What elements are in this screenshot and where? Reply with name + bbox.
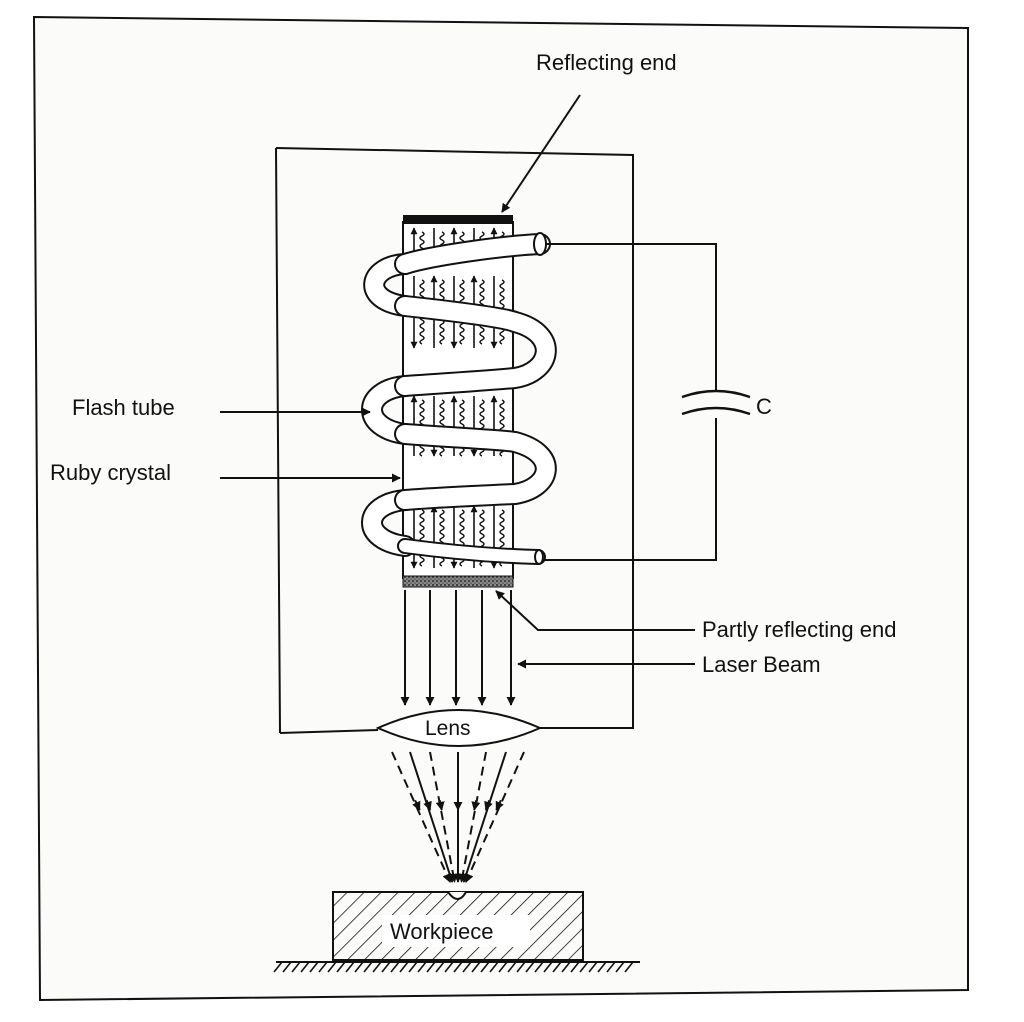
ground-hatch-line: [291, 961, 301, 973]
ground-hatch-line: [534, 961, 544, 973]
label-ruby-crystal: Ruby crystal: [50, 460, 171, 485]
ground-hatch-line: [615, 961, 625, 973]
ground-hatch-line: [561, 961, 571, 973]
ground-hatch-line: [327, 961, 337, 973]
focused-beam-mid-arrow: [484, 799, 493, 811]
label-reflecting-end: Reflecting end: [536, 50, 677, 75]
focused-beam-arrow: [461, 751, 507, 883]
focused-beam-arrows: [391, 751, 525, 883]
ground-hatch-line: [345, 961, 355, 973]
reflecting-end-mirror: [403, 215, 513, 224]
ground-hatch-line: [318, 961, 328, 973]
ground-hatch-line: [417, 961, 427, 973]
focused-beam-mid-arrow: [495, 799, 504, 811]
ground-surface: [273, 961, 640, 973]
focused-beam-arrow: [429, 751, 458, 883]
partly-reflecting-end-mirror: [402, 575, 514, 588]
ground-hatch-line: [435, 961, 445, 973]
ground-hatch-line: [381, 961, 391, 973]
focused-beam-mid-arrow: [423, 799, 432, 811]
ground-hatch-line: [426, 961, 436, 973]
ground-hatch-line: [444, 961, 454, 973]
label-workpiece: Workpiece: [390, 919, 494, 944]
focused-beam-arrow: [391, 751, 451, 883]
ground-hatch-line: [579, 961, 589, 973]
ground-hatch-line: [309, 961, 319, 973]
cut-crater: [447, 891, 467, 900]
focused-beam-arrow: [465, 751, 525, 883]
ground-hatch-line: [372, 961, 382, 973]
photon-wave: [419, 509, 425, 567]
ground-hatch-line: [570, 961, 580, 973]
ground-hatch-line: [471, 961, 481, 973]
focused-beam-mid-arrow: [435, 800, 445, 811]
ground-hatch-line: [597, 961, 607, 973]
ground-hatch-line: [300, 961, 310, 973]
ground-hatch-line: [408, 961, 418, 973]
lens: [375, 709, 543, 747]
partly-reflecting-end-pointer: [495, 590, 695, 631]
ground-hatch-line: [390, 961, 400, 973]
ground-hatch-line: [525, 961, 535, 973]
focused-beam-arrow: [458, 751, 487, 883]
ground-hatch-line: [363, 961, 373, 973]
capacitor-circuit: [543, 243, 751, 561]
ground-hatch-line: [507, 961, 517, 973]
ground-hatch-line: [588, 961, 598, 973]
laser-beam-arrows: [400, 590, 516, 706]
ground-hatch-line: [399, 961, 409, 973]
label-laser-beam: Laser Beam: [702, 652, 821, 677]
reflecting-end-pointer: [501, 94, 581, 213]
focused-beam-mid-arrow: [471, 800, 481, 811]
ground-hatch-line: [273, 961, 283, 973]
ground-hatch-line: [498, 961, 508, 973]
ground-hatch-line: [480, 961, 490, 973]
ground-hatch-line: [543, 961, 553, 973]
label-lens: Lens: [425, 717, 471, 740]
flash-tube-coil: [361, 232, 557, 565]
label-flash-tube: Flash tube: [72, 395, 175, 420]
ground-hatch-line: [453, 961, 463, 973]
ground-hatch-line: [336, 961, 346, 973]
focused-beam-arrow: [409, 751, 455, 883]
ground-hatch-line: [552, 961, 562, 973]
focused-beam-mid-arrow: [412, 799, 421, 811]
ground-hatch-line: [489, 961, 499, 973]
ground-hatch-line: [606, 961, 616, 973]
ground-hatch-line: [282, 961, 292, 973]
workpiece-label-background: [382, 915, 530, 947]
label-partly-reflecting-end: Partly reflecting end: [702, 617, 896, 642]
ground-hatch-line: [516, 961, 526, 973]
ground-hatch-line: [462, 961, 472, 973]
ground-hatch-line: [354, 961, 364, 973]
ground-hatch-line: [624, 961, 634, 973]
label-capacitor: C: [756, 394, 772, 419]
